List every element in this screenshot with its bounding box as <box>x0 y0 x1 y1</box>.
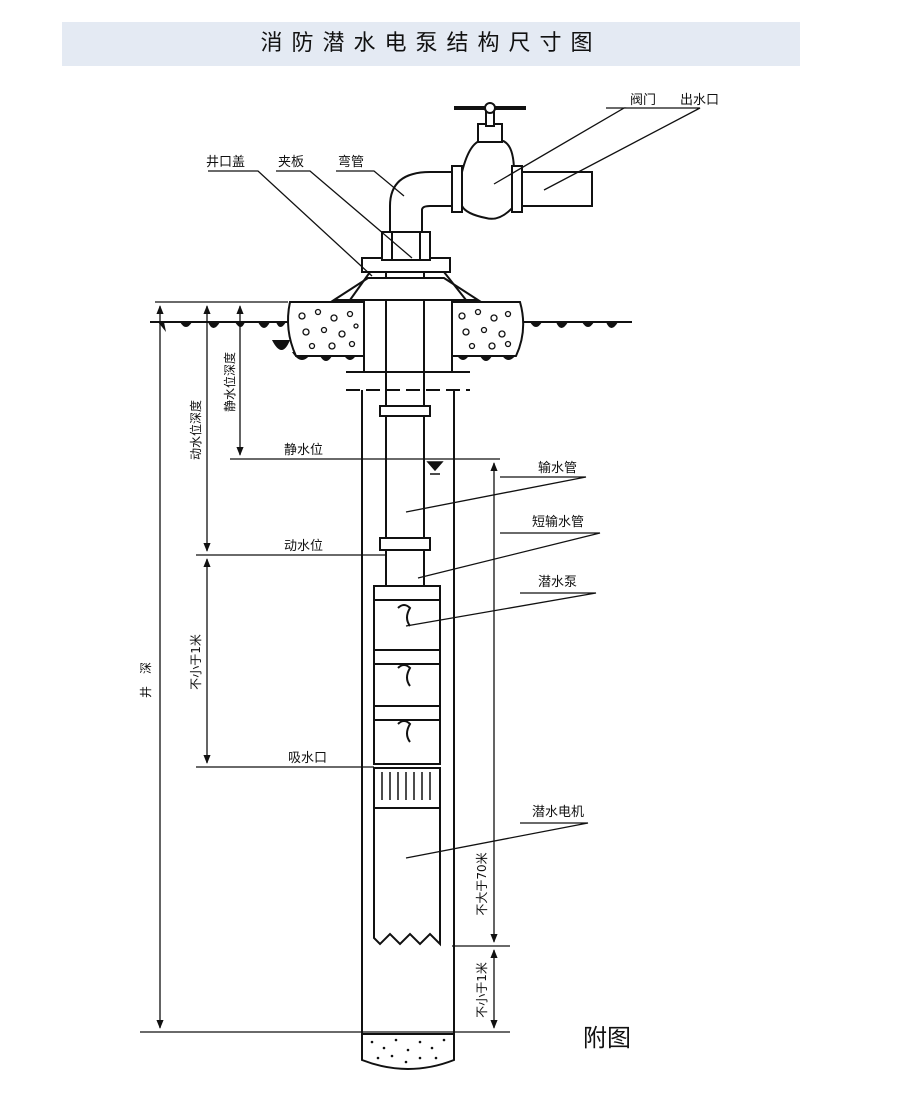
page-title: 消防潜水电泵结构尺寸图 <box>260 31 602 56</box>
label-dynamic-level: 动水位 <box>284 539 323 554</box>
gate-valve <box>451 102 526 220</box>
ground-surface <box>150 301 632 323</box>
figure-caption: 附图 <box>583 1024 631 1052</box>
dim-min-1m-upper: 不小于1米 <box>189 634 203 690</box>
submersible-pump <box>373 585 441 765</box>
title-band <box>62 22 800 66</box>
dim-static-level-depth: 静水位深度 <box>222 352 237 412</box>
clamp-plate <box>381 231 431 261</box>
level-lines <box>140 458 510 1033</box>
dimension-lines <box>156 305 498 1029</box>
label-outlet: 出水口 <box>680 93 719 108</box>
dim-min-1m-lower: 不小于1米 <box>475 962 489 1018</box>
elbow-pipe <box>389 171 456 232</box>
label-submersible-pump: 潜水泵 <box>538 575 577 590</box>
well-casing <box>346 302 470 1040</box>
well-bottom-gravel <box>361 1033 455 1070</box>
concrete-pad-left <box>287 301 365 357</box>
dim-dynamic-level-depth: 动水位深度 <box>188 400 203 460</box>
wellhead-cover <box>330 257 482 301</box>
label-suction-inlet: 吸水口 <box>288 751 327 766</box>
label-elbow: 弯管 <box>338 154 364 170</box>
label-static-level: 静水位 <box>284 443 323 458</box>
label-submersible-motor: 潜水电机 <box>532 805 584 820</box>
dim-max-70m: 不大于70米 <box>475 852 489 915</box>
callout-labels: 阀门 出水口 井口盖 夹板 弯管 静水位 动水位 吸水口 输水管 短输水管 潜水… <box>206 93 719 820</box>
concrete-pad-right <box>451 301 525 357</box>
submersible-motor <box>373 807 441 947</box>
label-delivery-pipe: 输水管 <box>538 460 577 476</box>
label-valve: 阀门 <box>630 93 656 108</box>
dim-well-depth: 井 深 <box>139 662 153 698</box>
label-clamp-plate: 夹板 <box>278 155 304 170</box>
leader-lines <box>208 107 701 859</box>
dimension-labels: 井 深 动水位深度 静水位深度 不小于1米 不大于70米 不小于1米 <box>139 352 489 1018</box>
delivery-pipe <box>379 262 431 588</box>
label-wellhead-cover: 井口盖 <box>206 155 245 170</box>
water-outlet <box>521 171 593 207</box>
label-short-delivery-pipe: 短输水管 <box>532 514 584 530</box>
water-level-marker <box>426 461 444 475</box>
suction-screen <box>373 767 441 809</box>
